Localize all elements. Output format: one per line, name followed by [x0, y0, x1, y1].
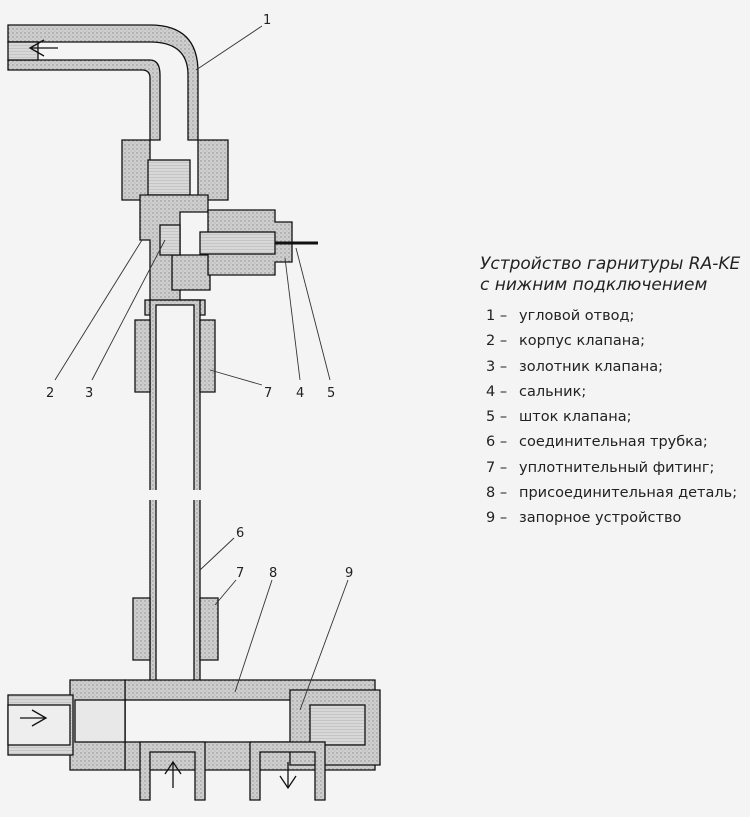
arrow-left-icon [28, 39, 58, 57]
leader-lines [54, 25, 349, 711]
legend-item: 8 – присоединительная деталь; [486, 481, 740, 506]
legend-item: 4 – сальник; [486, 380, 740, 405]
legend-num: 5 – [486, 409, 508, 426]
legend-num: 9 – [486, 510, 508, 527]
legend-item: 1 – угловой отвод; [486, 304, 740, 329]
legend-num: 4 – [486, 383, 508, 400]
callout-2: 2 [46, 386, 54, 401]
callout-8: 8 [269, 566, 277, 581]
legend-text: золотник клапана; [519, 358, 663, 375]
legend-num: 8 – [486, 485, 508, 502]
callout-9: 9 [345, 566, 353, 581]
legend-num: 3 – [486, 358, 508, 375]
callout-6: 6 [236, 526, 244, 541]
legend-item: 3 – золотник клапана; [486, 355, 740, 380]
legend-num: 6 – [486, 434, 508, 451]
legend-text: угловой отвод; [519, 308, 635, 324]
sealing-fitting-bottom [132, 597, 219, 661]
arrow-up-icon [164, 760, 182, 788]
callout-4: 4 [296, 386, 304, 401]
angle-elbow [7, 24, 199, 141]
callout-5: 5 [327, 386, 335, 401]
legend-text: запорное устройство [519, 510, 682, 527]
callout-1: 1 [263, 13, 271, 28]
sealing-fitting-top [134, 319, 216, 393]
legend-text: сальник; [519, 383, 587, 400]
legend-text: соединительная трубка; [519, 434, 708, 451]
callout-3: 3 [85, 386, 93, 401]
legend-num: 2 – [486, 333, 508, 350]
bottom-port-left [139, 741, 206, 801]
legend-title-line-1: Устройство гарнитуры RA-KE [480, 254, 741, 274]
arrow-down-icon [279, 762, 297, 790]
legend-list: 1 – угловой отвод; 2 – корпус клапана; 3 –… [480, 304, 740, 532]
callout-labels: 1 2 3 7 4 5 6 7 8 9 [46, 13, 353, 581]
callout-7-top: 7 [264, 386, 272, 401]
legend-text: уплотнительный фитинг; [519, 459, 715, 476]
legend-item: 7 – уплотнительный фитинг; [486, 456, 740, 481]
legend-num: 1 – [486, 308, 508, 324]
legend-item: 5 – шток клапана; [486, 405, 740, 430]
legend-text: шток клапана; [519, 409, 632, 426]
legend-item: 9 – запорное устройство [486, 506, 740, 531]
legend-text: корпус клапана; [519, 333, 646, 350]
legend-item: 6 – соединительная трубка; [486, 430, 740, 455]
callout-7-bottom: 7 [236, 566, 244, 581]
legend-title-line-2: с нижним подключением [480, 275, 708, 295]
legend-text: присоединительная деталь; [519, 485, 738, 502]
bottom-port-right [249, 741, 326, 801]
arrow-right-icon [20, 709, 48, 727]
legend-num: 7 – [486, 459, 508, 476]
legend-item: 2 – корпус клапана; [486, 329, 740, 354]
flow-arrows [20, 39, 297, 790]
valve-drawing [7, 24, 381, 801]
